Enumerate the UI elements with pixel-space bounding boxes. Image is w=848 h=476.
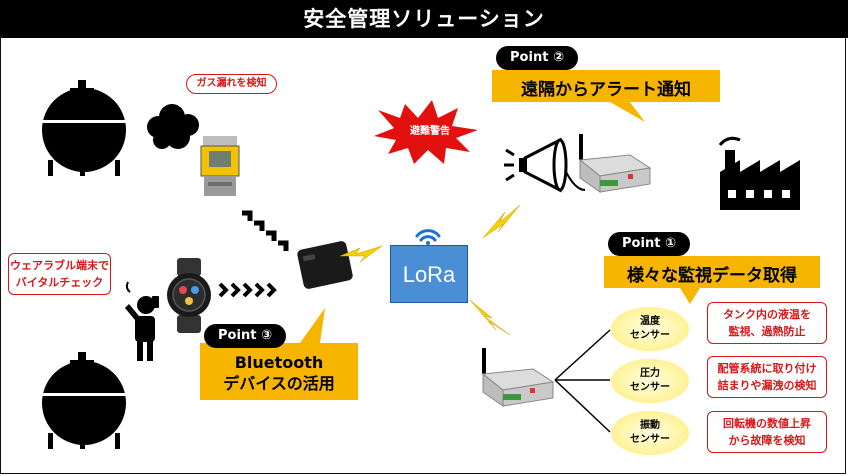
gas-leak-label: ガス漏れを検知 (186, 74, 277, 94)
factory-icon (720, 138, 800, 210)
siren-icon (504, 140, 585, 190)
sensor-name-line1: 温度 (611, 315, 689, 329)
point-3-badge: Point ③ (204, 324, 286, 348)
lora-gateway-box: LoRa (390, 245, 468, 303)
point-2-badge: Point ② (496, 46, 578, 70)
gateway-device-top-icon (580, 134, 650, 192)
gateway-device-bottom-icon (483, 348, 553, 406)
wifi-icon (417, 231, 439, 245)
temperature-sensor-desc: タンク内の液温を 監視、過熱防止 (707, 302, 827, 344)
sensor-name-line2: センサー (611, 433, 689, 447)
pressure-sensor: 圧力 センサー (611, 359, 689, 403)
gas-tank-icon-top (40, 80, 128, 176)
point-3-text-line1: Bluetooth (202, 352, 356, 373)
sensor-desc-line2: 監視、過熱防止 (708, 323, 826, 340)
wearable-label-line1: ウェアラブル端末で (9, 257, 110, 274)
smartwatch-icon (167, 258, 211, 333)
vibration-sensor-desc: 回転機の数値上昇 から故障を検知 (707, 411, 827, 453)
bluetooth-hub-icon (296, 240, 353, 290)
sensor-desc-line1: 配管系統に取り付け (708, 360, 826, 377)
point-3-text: Bluetooth デバイスの活用 (202, 352, 356, 394)
evacuation-alarm-label: 避難警告 (398, 122, 462, 137)
wearable-label-line2: バイタルチェック (9, 274, 110, 291)
pressure-sensor-desc: 配管系統に取り付け 詰まりや漏洩の検知 (707, 356, 827, 398)
chevron-arrows-horizontal (220, 284, 274, 296)
point-1-badge: Point ① (608, 232, 690, 256)
gas-tank-icon-bottom (40, 352, 128, 449)
point-1-text: 様々な監視データ取得 (606, 261, 818, 286)
sensor-desc-line2: から故障を検知 (708, 432, 826, 449)
point-3-text-line2: デバイスの活用 (202, 373, 356, 394)
wearable-label: ウェアラブル端末で バイタルチェック (8, 253, 111, 295)
sensor-name-line2: センサー (611, 329, 689, 343)
sensor-desc-line1: 回転機の数値上昇 (708, 415, 826, 432)
page-title: 安全管理ソリューション (0, 0, 848, 38)
chevron-arrows-diagonal (242, 213, 286, 251)
person-icon (125, 282, 159, 361)
temperature-sensor: 温度 センサー (611, 307, 689, 351)
sensor-desc-line2: 詰まりや漏洩の検知 (708, 377, 826, 394)
sensor-connector-lines (555, 330, 610, 432)
sensor-name-line1: 振動 (611, 419, 689, 433)
sensor-name-line2: センサー (611, 381, 689, 395)
gas-cloud-icon (147, 104, 199, 149)
point-2-text: 遠隔からアラート通知 (494, 75, 718, 100)
vibration-sensor: 振動 センサー (611, 411, 689, 455)
sensor-desc-line1: タンク内の液温を (708, 306, 826, 323)
gas-detector-icon (201, 136, 239, 196)
sensor-name-line1: 圧力 (611, 367, 689, 381)
